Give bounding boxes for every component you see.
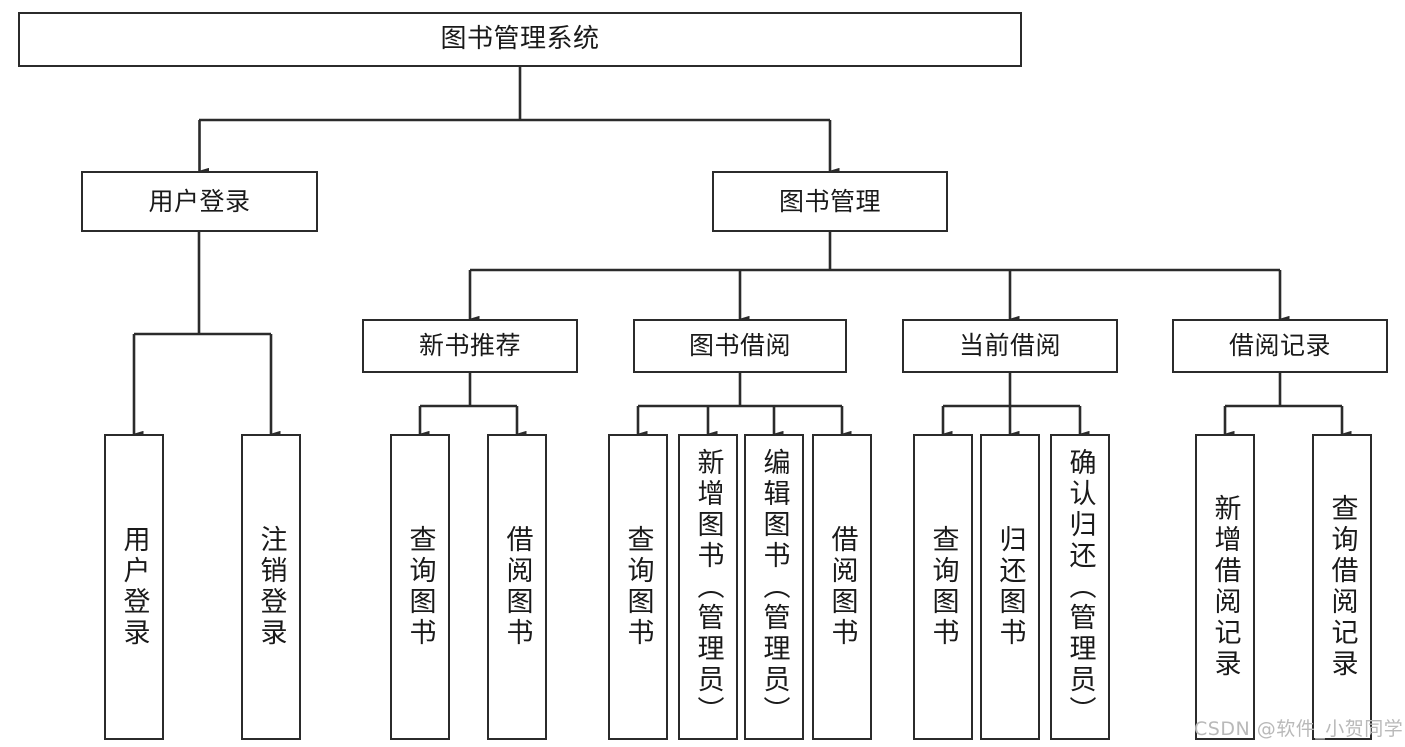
node-label: 确认归还（管理员） bbox=[1064, 447, 1096, 727]
node-label: 编辑图书（管理员） bbox=[758, 447, 790, 727]
node-leaf-query1: 查询图书 bbox=[390, 434, 450, 740]
node-root: 图书管理系统 bbox=[18, 12, 1022, 67]
node-label: 查询图书 bbox=[622, 525, 654, 649]
node-bookmgmt: 图书管理 bbox=[712, 171, 948, 232]
node-label: 图书管理 bbox=[778, 186, 881, 216]
csdn-watermark: CSDN @软件_小贺同学 bbox=[1194, 718, 1404, 740]
node-label: 借阅记录 bbox=[1228, 331, 1331, 361]
node-label: 借阅图书 bbox=[501, 525, 533, 649]
node-label: 查询图书 bbox=[927, 525, 959, 649]
node-label: 用户登录 bbox=[148, 186, 251, 216]
node-records: 借阅记录 bbox=[1172, 319, 1388, 373]
node-label: 图书管理系统 bbox=[440, 24, 600, 55]
node-leaf-addrec: 新增借阅记录 bbox=[1195, 434, 1255, 740]
node-leaf-confirm: 确认归还（管理员） bbox=[1050, 434, 1110, 740]
node-leaf-queryrec: 查询借阅记录 bbox=[1312, 434, 1372, 740]
node-leaf-return: 归还图书 bbox=[980, 434, 1040, 740]
node-leaf-login: 用户登录 bbox=[104, 434, 164, 740]
node-label: 当前借阅 bbox=[958, 331, 1061, 361]
node-label: 用户登录 bbox=[118, 525, 150, 649]
node-label: 新书推荐 bbox=[418, 331, 521, 361]
node-label: 注销登录 bbox=[255, 525, 287, 649]
node-leaf-add: 新增图书（管理员） bbox=[678, 434, 738, 740]
node-newbook: 新书推荐 bbox=[362, 319, 578, 373]
node-leaf-query3: 查询图书 bbox=[913, 434, 973, 740]
node-leaf-logout: 注销登录 bbox=[241, 434, 301, 740]
node-label: 新增借阅记录 bbox=[1209, 494, 1241, 680]
node-leaf-borrow2: 借阅图书 bbox=[812, 434, 872, 740]
node-label: 图书借阅 bbox=[688, 331, 791, 361]
node-borrow: 图书借阅 bbox=[633, 319, 847, 373]
node-login: 用户登录 bbox=[81, 171, 318, 232]
node-label: 查询图书 bbox=[404, 525, 436, 649]
node-leaf-query2: 查询图书 bbox=[608, 434, 668, 740]
node-current: 当前借阅 bbox=[902, 319, 1118, 373]
node-label: 借阅图书 bbox=[826, 525, 858, 649]
node-label: 新增图书（管理员） bbox=[692, 447, 724, 727]
node-label: 归还图书 bbox=[994, 525, 1026, 649]
node-leaf-borrow1: 借阅图书 bbox=[487, 434, 547, 740]
node-leaf-edit: 编辑图书（管理员） bbox=[744, 434, 804, 740]
node-label: 查询借阅记录 bbox=[1326, 494, 1358, 680]
